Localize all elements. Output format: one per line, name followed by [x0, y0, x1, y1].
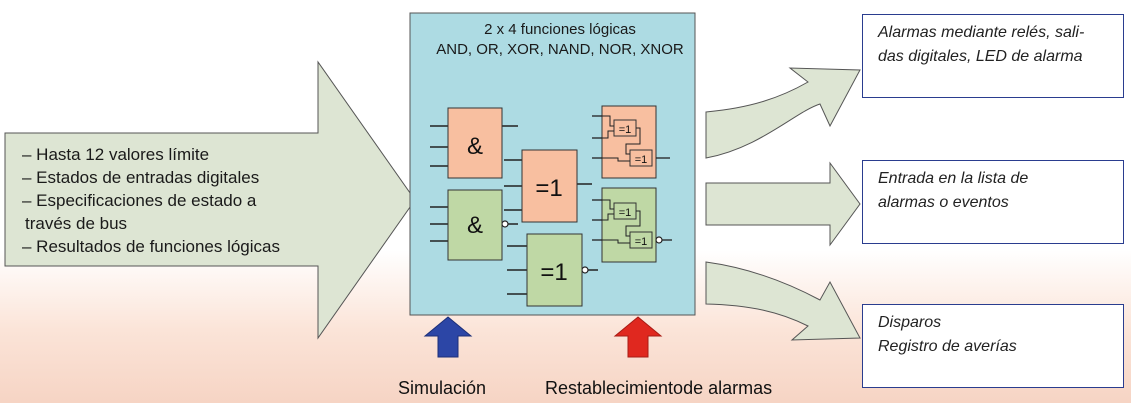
logic-title-line1: 2 x 4 funciones lógicas [484, 21, 636, 38]
input-item: – Hasta 12 valores límite [22, 145, 210, 164]
input-item: – Resultados de funciones lógicas [22, 237, 280, 256]
output-box-event-list: Entrada en la lista de alarmas o eventos [862, 160, 1124, 244]
small-xor-symbol: =1 [619, 124, 632, 136]
xnor-gate: =1 [507, 233, 598, 307]
logic-title-line2: AND, OR, XOR, NAND, NOR, XNOR [436, 41, 684, 58]
xnor-symbol: =1 [540, 259, 567, 286]
simulation-label: Simulación [398, 378, 487, 398]
input-item: – Especificaciones de estado a [22, 191, 257, 210]
compound-gate-green: =1 =1 [592, 187, 672, 263]
input-list: – Hasta 12 valores límite – Estados de e… [22, 143, 322, 258]
reset-label: Restablecimientode alarmas [545, 378, 773, 398]
output-box-alarms: Alarmas mediante relés, sali- das digita… [862, 14, 1124, 98]
output-line2: das digitales, LED de alarma [878, 48, 1083, 65]
input-item: través de bus [25, 214, 128, 233]
logic-title: 2 x 4 funciones lógicas AND, OR, XOR, NA… [410, 20, 710, 60]
small-xor-symbol: =1 [619, 207, 632, 219]
small-xor-symbol: =1 [635, 154, 648, 166]
small-xor-symbol: =1 [635, 236, 648, 248]
reset-up-arrow [613, 316, 663, 358]
output-line1: Disparos [878, 314, 942, 331]
and-symbol: & [467, 133, 483, 160]
output-line1: Alarmas mediante relés, sali- [878, 24, 1085, 41]
nand-gate: & [430, 189, 518, 261]
xor-gate: =1 [504, 149, 592, 223]
simulation-up-arrow [423, 316, 473, 358]
output-line2: Registro de averías [878, 338, 1017, 355]
output-arrow-1 [705, 67, 861, 159]
output-arrow-3 [705, 261, 861, 341]
xor-symbol: =1 [535, 175, 562, 202]
output-arrow-2 [705, 161, 861, 247]
input-item: – Estados de entradas digitales [22, 168, 260, 187]
output-box-trips: Disparos Registro de averías [862, 304, 1124, 388]
and-gate: & [430, 107, 518, 179]
compound-gate-orange: =1 =1 [592, 105, 670, 179]
output-line1: Entrada en la lista de [878, 170, 1029, 187]
output-line2: alarmas o eventos [878, 194, 1009, 211]
nand-symbol: & [467, 212, 483, 239]
input-arrow [4, 60, 416, 340]
